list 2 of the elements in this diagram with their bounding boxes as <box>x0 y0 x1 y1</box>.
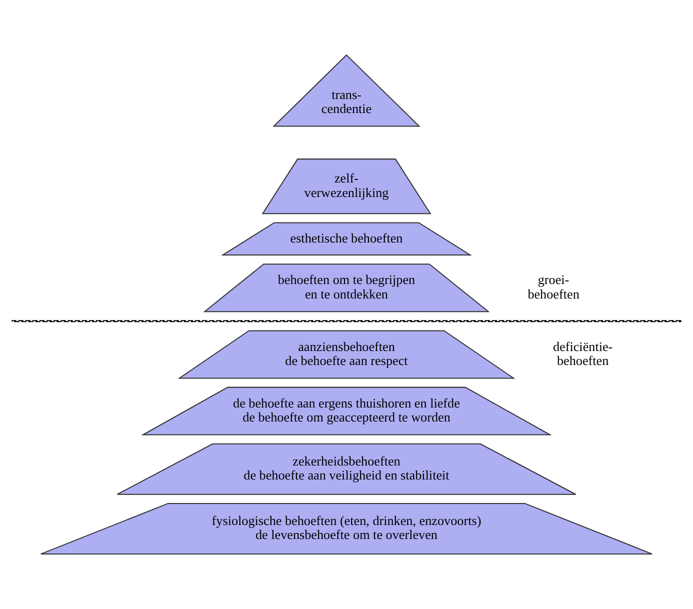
label: deficiëntie- behoeften <box>552 338 613 368</box>
label: groei- behoeften <box>528 272 580 302</box>
